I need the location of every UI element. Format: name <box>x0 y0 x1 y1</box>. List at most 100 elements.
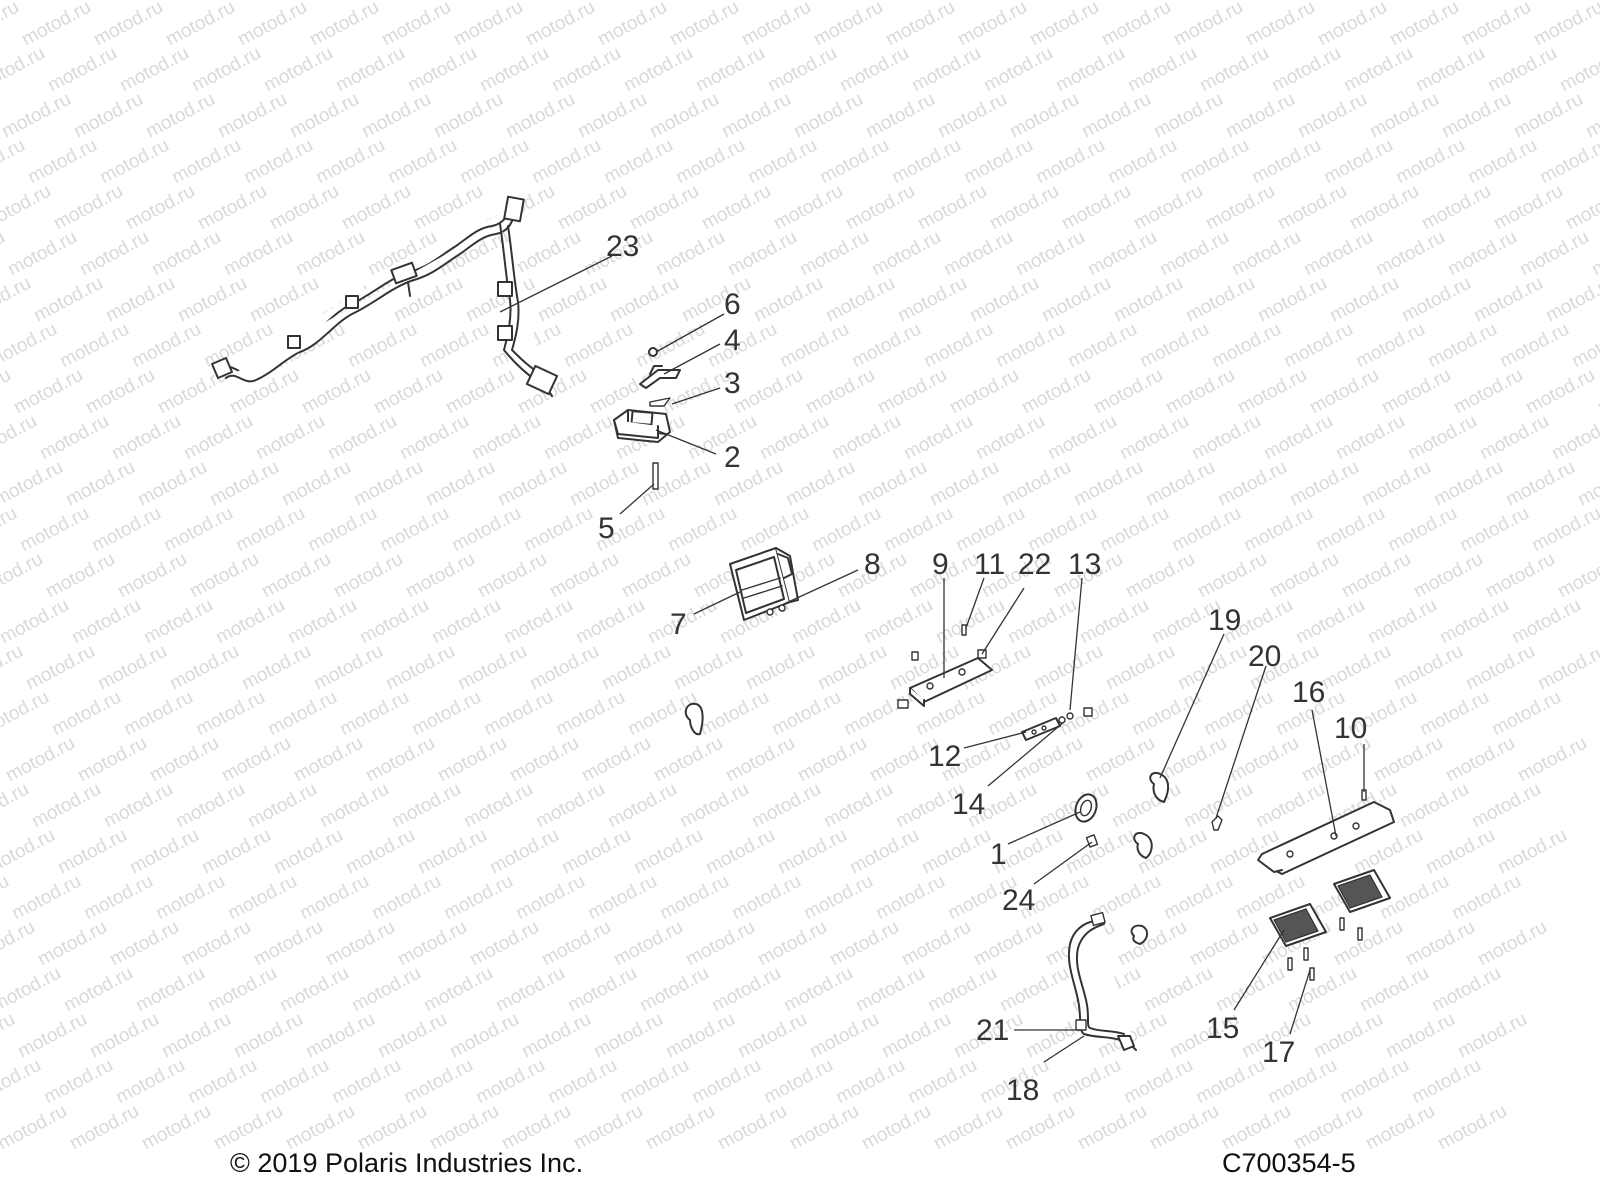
watermark-text: motod.ru <box>120 687 196 741</box>
watermark-text: motod.ru <box>768 687 844 741</box>
watermark-text: motod.ru <box>718 89 794 143</box>
watermark-text: motod.ru <box>430 89 506 143</box>
watermark-text: motod.ru <box>1358 457 1434 511</box>
part-1-grommet <box>1074 793 1098 823</box>
watermark-text: motod.ru <box>312 135 388 189</box>
leader-19 <box>1159 633 1225 779</box>
watermark-text: motod.ru <box>1458 0 1534 50</box>
watermark-text: motod.ru <box>122 181 198 235</box>
watermark-text: motod.ru <box>924 963 1000 1017</box>
watermark-text: motod.ru <box>8 871 84 925</box>
watermark-text: motod.ru <box>1128 687 1204 741</box>
watermark-text: motod.ru <box>1188 411 1264 465</box>
watermark-text: motod.ru <box>1214 457 1290 511</box>
watermark-text: motod.ru <box>408 687 484 741</box>
watermark-text: motod.ru <box>854 457 930 511</box>
watermark-text: motod.ru <box>258 549 334 603</box>
watermark-text: motod.ru <box>1370 733 1446 787</box>
part-2-module <box>613 409 671 443</box>
callout-1: 1 <box>990 838 1007 871</box>
watermark-text: motod.ru <box>160 503 236 557</box>
watermark-text: motod.ru <box>748 779 824 833</box>
watermark-text: motod.ru <box>1522 365 1598 419</box>
watermark-text: motod.ru <box>336 687 412 741</box>
watermark-text: motod.ru <box>14 1009 90 1063</box>
leader-2 <box>655 429 717 455</box>
watermark-text: motod.ru <box>774 825 850 879</box>
watermark-text: motod.ru <box>1098 0 1174 50</box>
watermark-text: motod.ru <box>1036 779 1112 833</box>
watermark-text: motod.ru <box>920 319 996 373</box>
watermark-text: motod.ru <box>220 227 296 281</box>
watermark-text: motod.ru <box>1428 963 1504 1017</box>
watermark-text: motod.ru <box>250 917 326 971</box>
watermark-text: motod.ru <box>1160 871 1236 925</box>
watermark-text: motod.ru <box>82 365 158 419</box>
watermark-text: motod.ru <box>298 365 374 419</box>
watermark-text: motod.ru <box>692 43 768 97</box>
watermark-text: motod.ru <box>670 641 746 695</box>
callout-12: 12 <box>928 740 961 773</box>
watermark-text: motod.ru <box>1516 227 1592 281</box>
watermark-text: motod.ru <box>16 503 92 557</box>
part-19-gasket <box>1130 772 1170 945</box>
watermark-text: motod.ru <box>548 43 624 97</box>
watermark-text: motod.ru <box>540 411 616 465</box>
watermark-text: motod.ru <box>544 1055 620 1109</box>
watermark-text: motod.ru <box>1320 135 1396 189</box>
watermark-text: motod.ru <box>400 1055 476 1109</box>
watermark-text: motod.ru <box>960 135 1036 189</box>
watermark-text: motod.ru <box>166 641 242 695</box>
watermark-text: motod.ru <box>368 871 444 925</box>
watermark-text: motod.ru <box>1102 641 1178 695</box>
watermark-text: motod.ru <box>1048 1055 1124 1109</box>
watermark-text: motod.ru <box>310 641 386 695</box>
watermark-text: motod.ru <box>1340 43 1416 97</box>
watermark-text: motod.ru <box>1208 319 1284 373</box>
watermark-text: motod.ru <box>1528 503 1600 557</box>
watermark-text: motod.ru <box>908 43 984 97</box>
watermark-text: motod.ru <box>1300 227 1376 281</box>
watermark-text: motod.ru <box>972 411 1048 465</box>
watermark-text: motod.ru <box>304 503 380 557</box>
watermark-text: motod.ru <box>1568 319 1600 373</box>
watermark-text: motod.ru <box>1510 89 1586 143</box>
watermark-text: motod.ru <box>776 319 852 373</box>
watermark-text: motod.ru <box>1556 43 1600 97</box>
watermark-text: motod.ru <box>1398 273 1474 327</box>
leader-11 <box>965 577 985 629</box>
watermark-text: motod.ru <box>1430 457 1506 511</box>
watermark-text: motod.ru <box>466 917 542 971</box>
watermark-text: motod.ru <box>0 917 39 971</box>
watermark-text: motod.ru <box>324 411 400 465</box>
watermark-text: motod.ru <box>598 641 674 695</box>
watermark-text: motod.ru <box>954 0 1030 50</box>
watermark-text: motod.ru <box>1310 1009 1386 1063</box>
watermark-text: motod.ru <box>610 917 686 971</box>
watermark-text: motod.ru <box>650 733 726 787</box>
watermark-text: motod.ru <box>1386 0 1462 50</box>
callout-11: 11 <box>974 548 1005 581</box>
watermark-text: motod.ru <box>1182 273 1258 327</box>
watermark-text: motod.ru <box>512 871 588 925</box>
watermark-text: motod.ru <box>0 1009 19 1063</box>
watermark-text: motod.ru <box>1032 135 1108 189</box>
watermark-text: motod.ru <box>904 1055 980 1109</box>
callout-3: 3 <box>724 367 741 400</box>
watermark-text: motod.ru <box>0 595 73 649</box>
watermark-text: motod.ru <box>344 319 420 373</box>
leader-6 <box>655 313 725 353</box>
watermark-text: motod.ru <box>534 273 610 327</box>
watermark-text: motod.ru <box>1462 641 1538 695</box>
watermark-text: motod.ru <box>218 733 294 787</box>
watermark-text: motod.ru <box>832 1055 908 1109</box>
watermark-text: motod.ru <box>188 43 264 97</box>
watermark-text: motod.ru <box>378 0 454 50</box>
watermark-text: motod.ru <box>552 687 628 741</box>
watermark-text: motod.ru <box>1444 227 1520 281</box>
watermark-text: motod.ru <box>1018 365 1094 419</box>
watermark-text: motod.ru <box>1336 1055 1412 1109</box>
watermark-text: motod.ru <box>56 319 132 373</box>
watermark-text: motod.ru <box>178 917 254 971</box>
watermark-text: motod.ru <box>1530 0 1600 50</box>
